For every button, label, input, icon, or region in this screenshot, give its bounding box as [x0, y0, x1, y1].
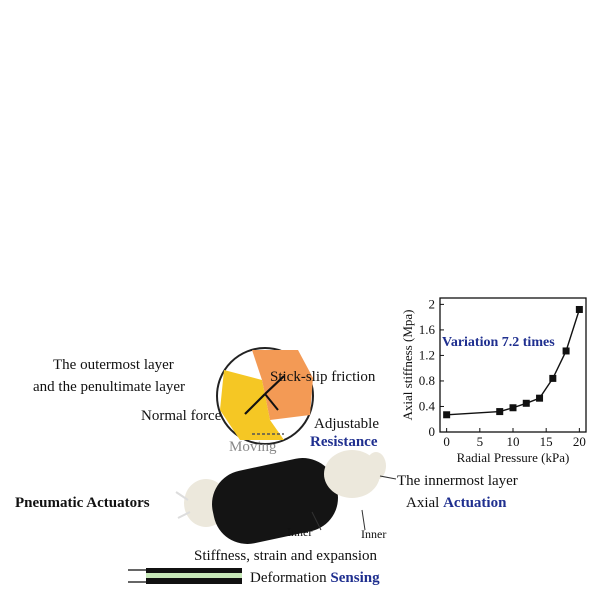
data-point [496, 408, 504, 416]
x-tick-label: 15 [540, 434, 553, 449]
innermost-layer-label: The innermost layer [397, 473, 518, 489]
inner-leader-2 [361, 509, 366, 531]
data-point [549, 374, 557, 382]
axial-actuation: Axial Actuation [406, 494, 506, 512]
x-tick-label: 10 [507, 434, 520, 449]
y-tick-label: 0.8 [419, 373, 435, 388]
y-tick-label: 1.2 [419, 347, 435, 362]
yellow-layer-region [220, 370, 284, 440]
x-axis-label: Radial Pressure (kPa) [457, 450, 570, 465]
plot-frame [439, 297, 587, 433]
data-point [522, 399, 530, 407]
pneumatic-actuators-label: Pneumatic Actuators [15, 495, 150, 511]
outer-layer-line2: and the penultimate layer [33, 379, 186, 395]
inner-label-2: Inner [361, 527, 387, 541]
moving-label: Moving [229, 439, 277, 455]
stiffness-label: Stiffness, strain and expansion [194, 548, 378, 564]
data-point [536, 394, 544, 402]
data-point [575, 305, 583, 313]
y-tick-label: 0 [429, 424, 436, 439]
x-tick-label: 0 [443, 434, 450, 449]
sensing-strip [128, 568, 242, 584]
inner-label-1: Inner [287, 525, 313, 539]
sensing-label: Sensing [330, 570, 380, 586]
normal-force-label: Normal force [141, 408, 222, 424]
deformation-sensing: Deformation Sensing [250, 569, 380, 587]
data-point [443, 411, 451, 419]
x-tick-label: 20 [573, 434, 586, 449]
series-line [446, 309, 581, 416]
y-tick-label: 2 [429, 296, 436, 311]
deformation-label: Deformation [250, 570, 327, 586]
data-point [509, 404, 517, 412]
friction-arrow [264, 375, 285, 395]
adjustable-label: Adjustable [314, 416, 379, 432]
variation-annotation: Variation 7.2 times [442, 335, 555, 350]
friction-circle [216, 347, 314, 445]
x-tick-label: 5 [477, 434, 484, 449]
data-point [562, 347, 570, 355]
normal-force-arrow [244, 393, 266, 415]
resistance-label: Resistance [310, 434, 378, 450]
y-tick-label: 1.6 [419, 322, 436, 337]
axial-label: Axial [406, 495, 440, 511]
y-axis-label: Axial stiffness (Mpa) [400, 310, 415, 421]
actuation-label: Actuation [443, 495, 507, 511]
outer-layer-line1: The outermost layer [53, 357, 174, 373]
inner-leader-1 [311, 511, 322, 531]
innermost-leader [379, 475, 397, 480]
stick-slip-label: Stick-slip friction [270, 369, 376, 385]
orange-layer-region [252, 350, 313, 420]
y-tick-label: 0.4 [419, 398, 436, 413]
stick-arrow [264, 393, 279, 411]
pneumatic-actuator [175, 450, 386, 544]
